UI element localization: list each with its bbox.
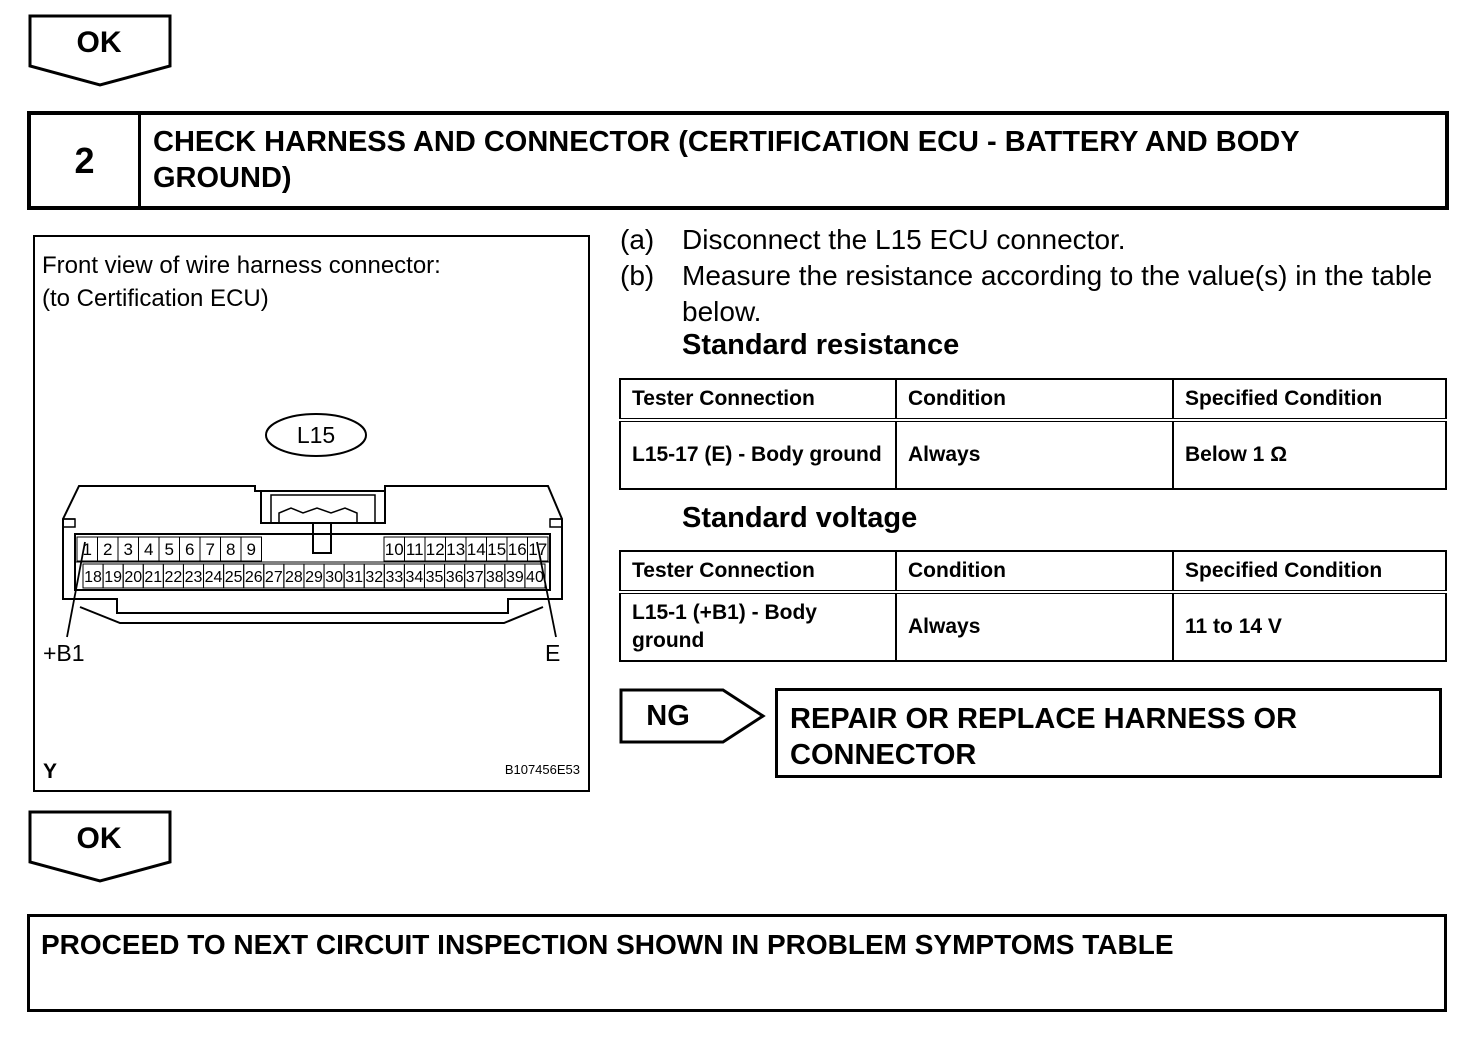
resistance-table: Tester Connection Condition Specified Co… [619,378,1447,490]
pin-number: 31 [345,569,363,586]
pin-number: 30 [325,569,343,586]
pin-number: 34 [406,569,424,586]
instruction-marker: (b) [620,260,655,291]
resistance-heading: Standard resistance [682,329,960,361]
pin-number: 26 [245,569,263,586]
pin-number: 11 [406,540,424,559]
table-cell: Below 1 Ω [1172,419,1447,490]
instruction-text: Disconnect the L15 ECU connector. [682,224,1126,255]
pin-number: 23 [185,569,203,586]
pin-number: 28 [285,569,303,586]
pin-number: 39 [506,569,524,586]
table-cell: 11 to 14 V [1172,591,1447,662]
instruction-text: Measure the resistance according to the … [682,260,1433,327]
pin-number: 9 [247,540,256,559]
pin-number: 4 [144,540,153,559]
table-header-row: Tester Connection Condition Specified Co… [619,378,1447,422]
connector-housing [62,485,563,614]
table-cell: L15-17 (E) - Body ground [619,419,897,490]
connector-figure: Front view of wire harness connector: (t… [33,235,590,792]
connector-name: L15 [297,422,335,448]
ng-label: NG [646,700,690,732]
pin-number: 24 [205,569,223,586]
table-row: L15-17 (E) - Body ground Always Below 1 … [619,419,1447,490]
pin-number: 29 [305,569,323,586]
ng-tag: NG [619,688,769,746]
pin-number: 20 [124,569,142,586]
voltage-table: Tester Connection Condition Specified Co… [619,550,1447,662]
instructions: (a) Disconnect the L15 ECU connector. (b… [620,222,1440,330]
ok-label: OK [76,26,122,59]
ok-label: OK [76,822,122,855]
table-header: Tester Connection [619,550,897,594]
pin-number: 38 [486,569,504,586]
step-number: 2 [31,115,141,206]
pin-number: 5 [165,540,174,559]
pin-number: 37 [466,569,484,586]
figure-code: B107456E53 [504,762,580,777]
figure-caption: Front view of wire harness connector: (t… [42,249,441,315]
pin-number: 32 [365,569,383,586]
pin-number: 25 [225,569,243,586]
instruction-marker: (a) [620,224,655,255]
voltage-heading: Standard voltage [682,502,918,534]
pin-number: 7 [206,540,215,559]
pin-number: 13 [446,540,465,559]
pin-number: 8 [226,540,235,559]
pin-number: 35 [426,569,444,586]
pin-number: 36 [446,569,464,586]
ng-action-box: REPAIR OR REPLACE HARNESS OR CONNECTOR [775,688,1442,778]
table-cell: Always [895,419,1174,490]
pin-number: 3 [124,540,133,559]
pin-cell [527,536,549,562]
table-row: L15-1 (+B1) - Body ground Always 11 to 1… [619,591,1447,662]
connector-drawing: L15 1234567891011121314151617 1819202122… [43,413,563,666]
final-action-box: PROCEED TO NEXT CIRCUIT INSPECTION SHOWN… [27,914,1447,1012]
pin-number: 15 [487,540,506,559]
step-title: CHECK HARNESS AND CONNECTOR (CERTIFICATI… [153,126,1300,194]
instruction-a: (a) Disconnect the L15 ECU connector. [620,222,1440,258]
pin-number: 10 [385,540,404,559]
pin-number: 12 [426,540,445,559]
label-plus-b1: +B1 [43,640,85,666]
pin-number: 27 [265,569,283,586]
pin-number: 16 [508,540,527,559]
table-cell: L15-1 (+B1) - Body ground [619,591,897,662]
final-action-text: PROCEED TO NEXT CIRCUIT INSPECTION SHOWN… [41,929,1174,960]
pin-number: 22 [164,569,182,586]
pins-top-row: 1234567891011121314151617 [76,536,549,562]
pin-number: 33 [385,569,403,586]
label-e: E [545,640,560,666]
table-header: Specified Condition [1172,550,1447,594]
pin-cell [524,563,546,589]
figure-caption-line2: (to Certification ECU) [42,285,269,312]
pin-number: 40 [526,569,544,586]
instruction-b: (b) Measure the resistance according to … [620,258,1440,330]
connector-name-ellipse [265,413,367,457]
pin-number: 19 [104,569,122,586]
pin-number: 21 [144,569,162,586]
pin-number: 2 [103,540,112,559]
step-header: 2 CHECK HARNESS AND CONNECTOR (CERTIFICA… [27,111,1449,210]
figure-caption-line1: Front view of wire harness connector: [42,252,441,279]
pin-number: 1 [83,540,92,559]
table-header-row: Tester Connection Condition Specified Co… [619,550,1447,594]
table-header: Tester Connection [619,378,897,422]
table-header: Specified Condition [1172,378,1447,422]
pin-number: 14 [467,540,486,559]
leader-line-e [536,541,557,638]
pin-cell [240,536,262,562]
table-header: Condition [895,378,1174,422]
table-header: Condition [895,550,1174,594]
table-cell: Always [895,591,1174,662]
ok-tag-top: OK [28,14,174,88]
pin-number: 18 [84,569,102,586]
figure-view-letter: Y [43,760,58,783]
pin-number: 6 [185,540,194,559]
ok-tag-bottom: OK [28,810,174,884]
leader-line-b1 [66,541,86,638]
